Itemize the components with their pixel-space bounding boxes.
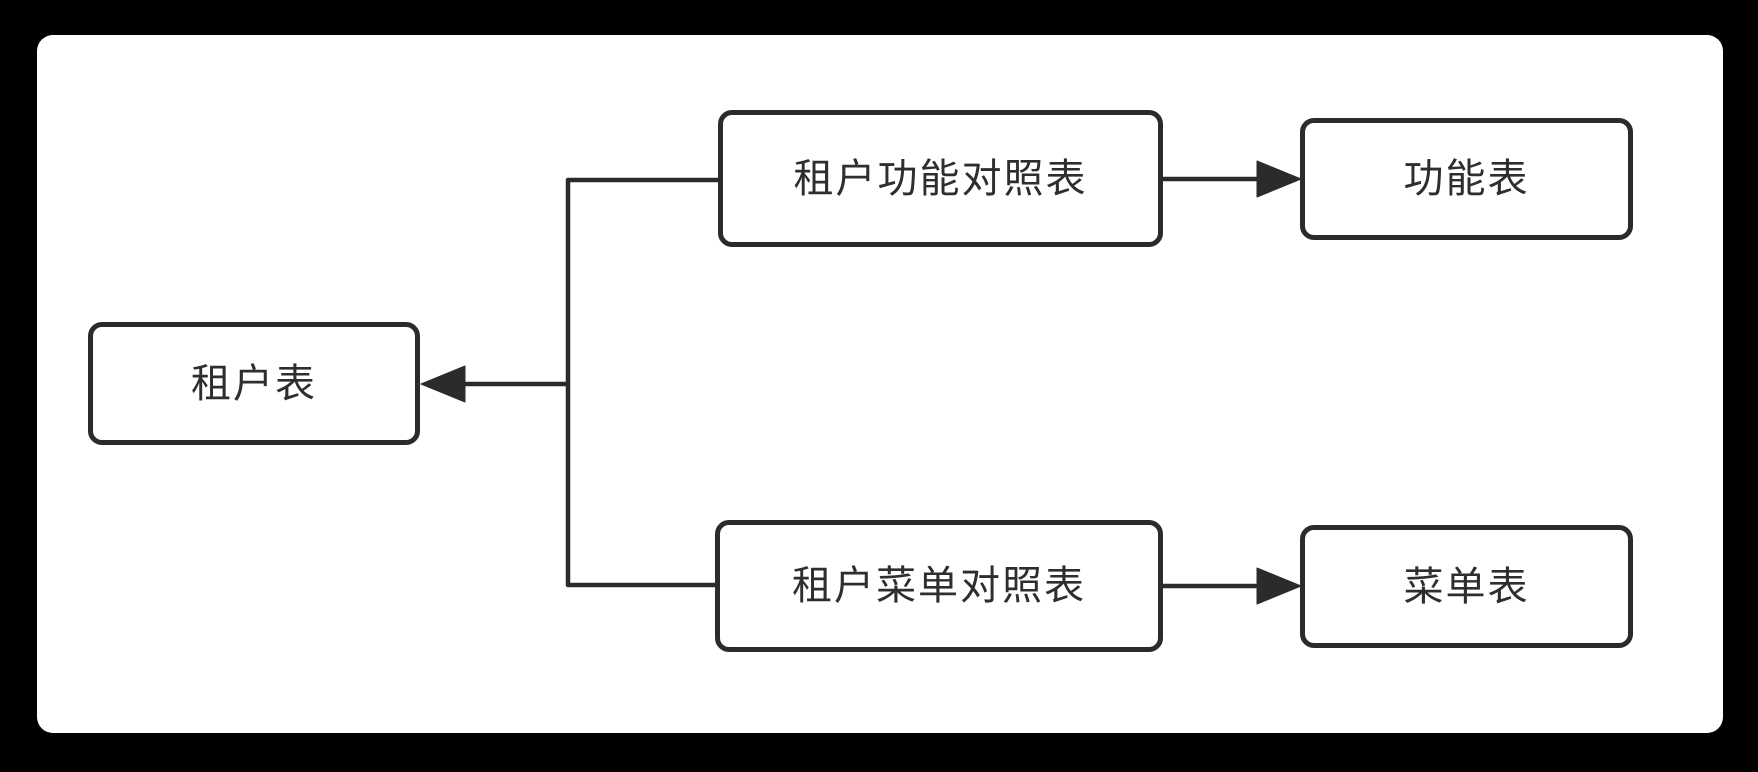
node-menu-table-label: 菜单表 [1403, 564, 1530, 609]
connector-layer [420, 160, 1302, 605]
node-function-table-label: 功能表 [1403, 157, 1530, 201]
node-menu-table[interactable]: 菜单表 [1300, 525, 1633, 648]
trunk-connector-line [565, 177, 718, 588]
node-tenant-table-label: 租户表 [191, 361, 317, 406]
node-tenant-function-map-table-label: 租户功能对照表 [793, 156, 1088, 201]
node-function-table[interactable]: 功能表 [1300, 118, 1633, 240]
diagram-panel: 租户表 租户功能对照表 功能表 租户菜单对照表 菜单表 [37, 35, 1723, 733]
arrowhead-right-top-icon [1256, 160, 1302, 198]
node-tenant-function-map-table[interactable]: 租户功能对照表 [718, 110, 1163, 247]
arrowhead-left-icon [420, 365, 466, 403]
arrowhead-right-bottom-icon [1256, 567, 1302, 605]
node-tenant-menu-map-table-label: 租户菜单对照表 [792, 564, 1086, 608]
node-tenant-menu-map-table[interactable]: 租户菜单对照表 [715, 520, 1163, 652]
node-tenant-table[interactable]: 租户表 [88, 322, 420, 445]
